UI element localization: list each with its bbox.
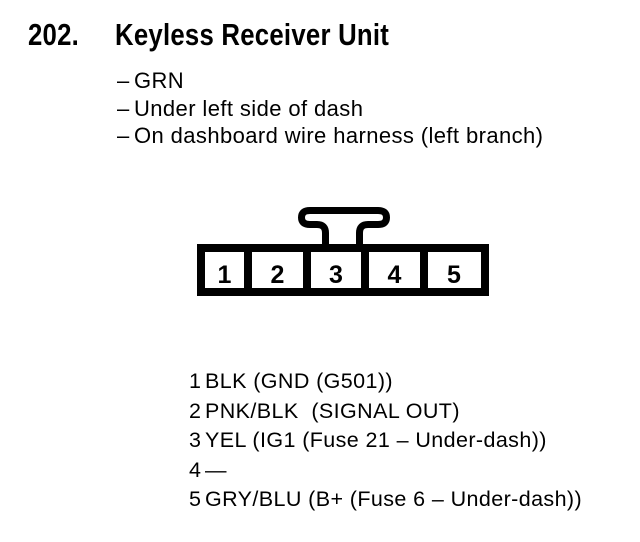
pin-label: GRY/BLU (B+ (Fuse 6 – Under-dash)) <box>205 487 583 511</box>
connector-body <box>197 244 489 296</box>
pin-label: PNK/BLK (SIGNAL OUT) <box>205 398 460 423</box>
connector-lock-tab-icon <box>297 207 391 250</box>
connector-pin-number: 2 <box>271 261 285 289</box>
pin-number: 3 <box>189 428 202 452</box>
note-wire-color: – GRN <box>117 67 543 95</box>
pin-number: 1 <box>189 369 202 393</box>
note-text: On dashboard wire harness (left branch) <box>134 123 544 148</box>
pinout-row: 5 GRY/BLU (B+ (Fuse 6 – Under-dash)) <box>189 485 582 515</box>
pin-number: 4 <box>189 457 202 482</box>
connector-pin-numbers: 1 2 3 4 5 <box>218 261 462 289</box>
pinout-row: 1 BLK (GND (G501)) <box>189 367 582 397</box>
pin-label: YEL (IG1 (Fuse 21 – Under-dash)) <box>205 428 547 452</box>
dash-marker: – <box>117 68 130 93</box>
pinout-row: 2 PNK/BLK (SIGNAL OUT) <box>189 397 582 427</box>
title-text: Keyless Receiver Unit <box>115 17 390 52</box>
section-number: 202. <box>28 17 80 52</box>
location-notes: – GRN – Under left side of dash – On das… <box>117 67 543 150</box>
connector-pin-number: 1 <box>218 261 232 289</box>
pin-number: 2 <box>189 398 202 423</box>
note-text: Under left side of dash <box>134 95 364 121</box>
dash-marker: – <box>117 95 130 121</box>
pin-number: 5 <box>189 487 202 511</box>
pinout-row: 4 — <box>189 456 582 486</box>
pinout-row: 3 YEL (IG1 (Fuse 21 – Under-dash)) <box>189 426 582 456</box>
pin-label: — <box>205 457 227 482</box>
connector-pin-number: 4 <box>388 261 402 289</box>
note-harness: – On dashboard wire harness (left branch… <box>117 122 543 150</box>
connector-pin-number: 5 <box>447 261 461 289</box>
dash-marker: – <box>117 123 130 148</box>
connector-pin-number: 3 <box>329 261 343 289</box>
note-text: GRN <box>134 68 185 93</box>
pin-label: BLK (GND (G501)) <box>205 369 393 393</box>
connector-dividers <box>244 244 428 296</box>
pinout-list: 1 BLK (GND (G501)) 2 PNK/BLK (SIGNAL OUT… <box>189 367 582 515</box>
note-location: – Under left side of dash <box>117 95 543 123</box>
connector-diagram: 1 2 3 4 5 <box>197 207 489 296</box>
